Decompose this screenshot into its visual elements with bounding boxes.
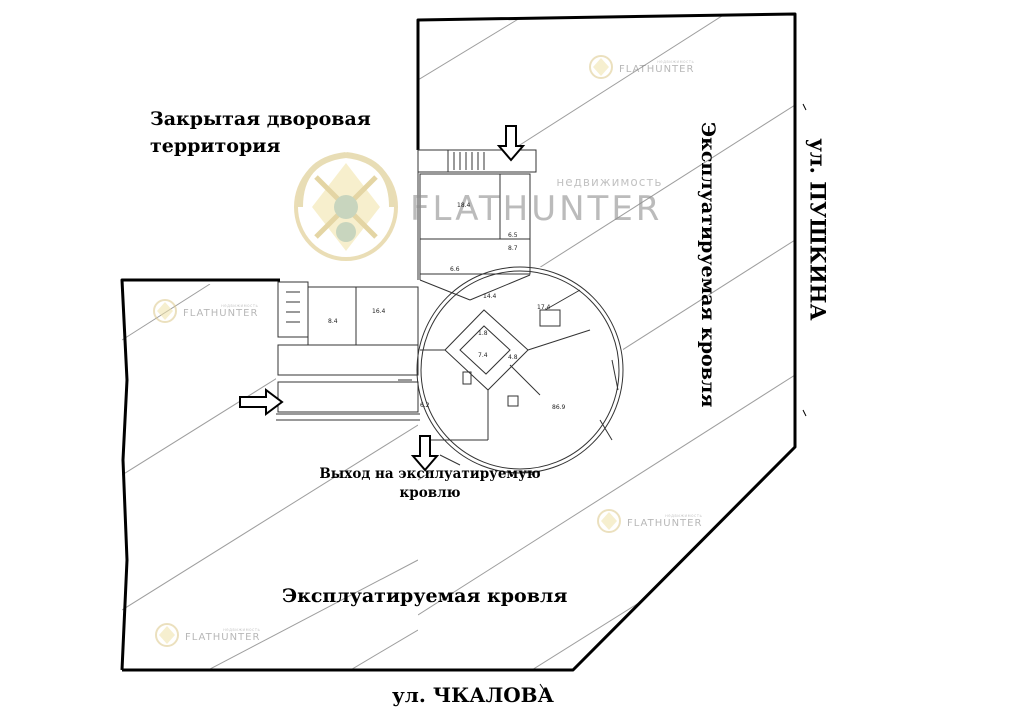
room-area-label: 8.4 — [328, 318, 338, 325]
room-area-label: 4.8 — [508, 354, 518, 361]
room-area-label: 17.4 — [537, 304, 551, 311]
watermark-brand: FLATHUNTER — [627, 518, 703, 529]
watermark-logo-icon — [589, 55, 613, 79]
floor-plan-rooms — [276, 149, 624, 474]
exit-arrow-down — [410, 435, 440, 472]
room-area-label: 86.9 — [552, 404, 566, 411]
watermark-small-4: недвижимость FLATHUNTER — [154, 622, 260, 648]
watermark-small-2: недвижимость FLATHUNTER — [152, 298, 258, 324]
watermark-brand: FLATHUNTER — [410, 189, 663, 229]
watermark-subtitle: недвижимость — [556, 175, 663, 189]
site-boundary — [120, 12, 797, 672]
watermark-subtitle: недвижимость — [221, 303, 259, 308]
room-area-label: 7.4 — [478, 352, 488, 359]
entrance-arrow-top — [496, 125, 526, 162]
watermark-small-1: недвижимость FLATHUNTER — [588, 54, 694, 80]
room-area-label: 1.8 — [478, 330, 488, 337]
entrance-arrow-left — [239, 388, 284, 416]
roof-label-vertical: Эксплуатируемая кровля — [697, 122, 719, 408]
watermark-logo-icon — [597, 509, 621, 533]
roof-label-bottom: Эксплуатируемая кровля — [282, 585, 568, 607]
room-area-label: 16.4 — [372, 308, 386, 315]
watermark-subtitle: недвижимость — [665, 513, 703, 518]
watermark-logo-icon — [153, 299, 177, 323]
exit-label: Выход на эксплуатируемую кровлю — [319, 466, 541, 501]
watermark-subtitle: недвижимость — [657, 59, 695, 64]
room-area-label: 6.6 — [450, 266, 460, 273]
room-area-label: 18.4 — [457, 202, 471, 209]
room-area-label: 8.7 — [508, 245, 518, 252]
watermark-small-3: недвижимость FLATHUNTER — [596, 508, 702, 534]
watermark-brand: FLATHUNTER — [185, 632, 261, 643]
watermark-brand: FLATHUNTER — [183, 308, 259, 319]
street-label-bottom: ул. ЧКАЛОВА — [392, 683, 554, 707]
watermark-brand: FLATHUNTER — [619, 64, 695, 75]
corner-marks — [539, 103, 807, 691]
watermark-large: недвижимость FLATHUNTER — [410, 175, 662, 229]
street-label-right: ул. ПУШКИНА — [805, 138, 831, 321]
yard-label: Закрытая дворовая территория — [150, 108, 371, 157]
watermark-subtitle: недвижимость — [223, 627, 261, 632]
watermark-logo-icon — [155, 623, 179, 647]
flathunter-logo-large — [294, 152, 398, 261]
room-area-label: 6.2 — [420, 402, 430, 409]
room-area-label: 14.4 — [483, 293, 497, 300]
room-area-label: 6.5 — [508, 232, 518, 239]
